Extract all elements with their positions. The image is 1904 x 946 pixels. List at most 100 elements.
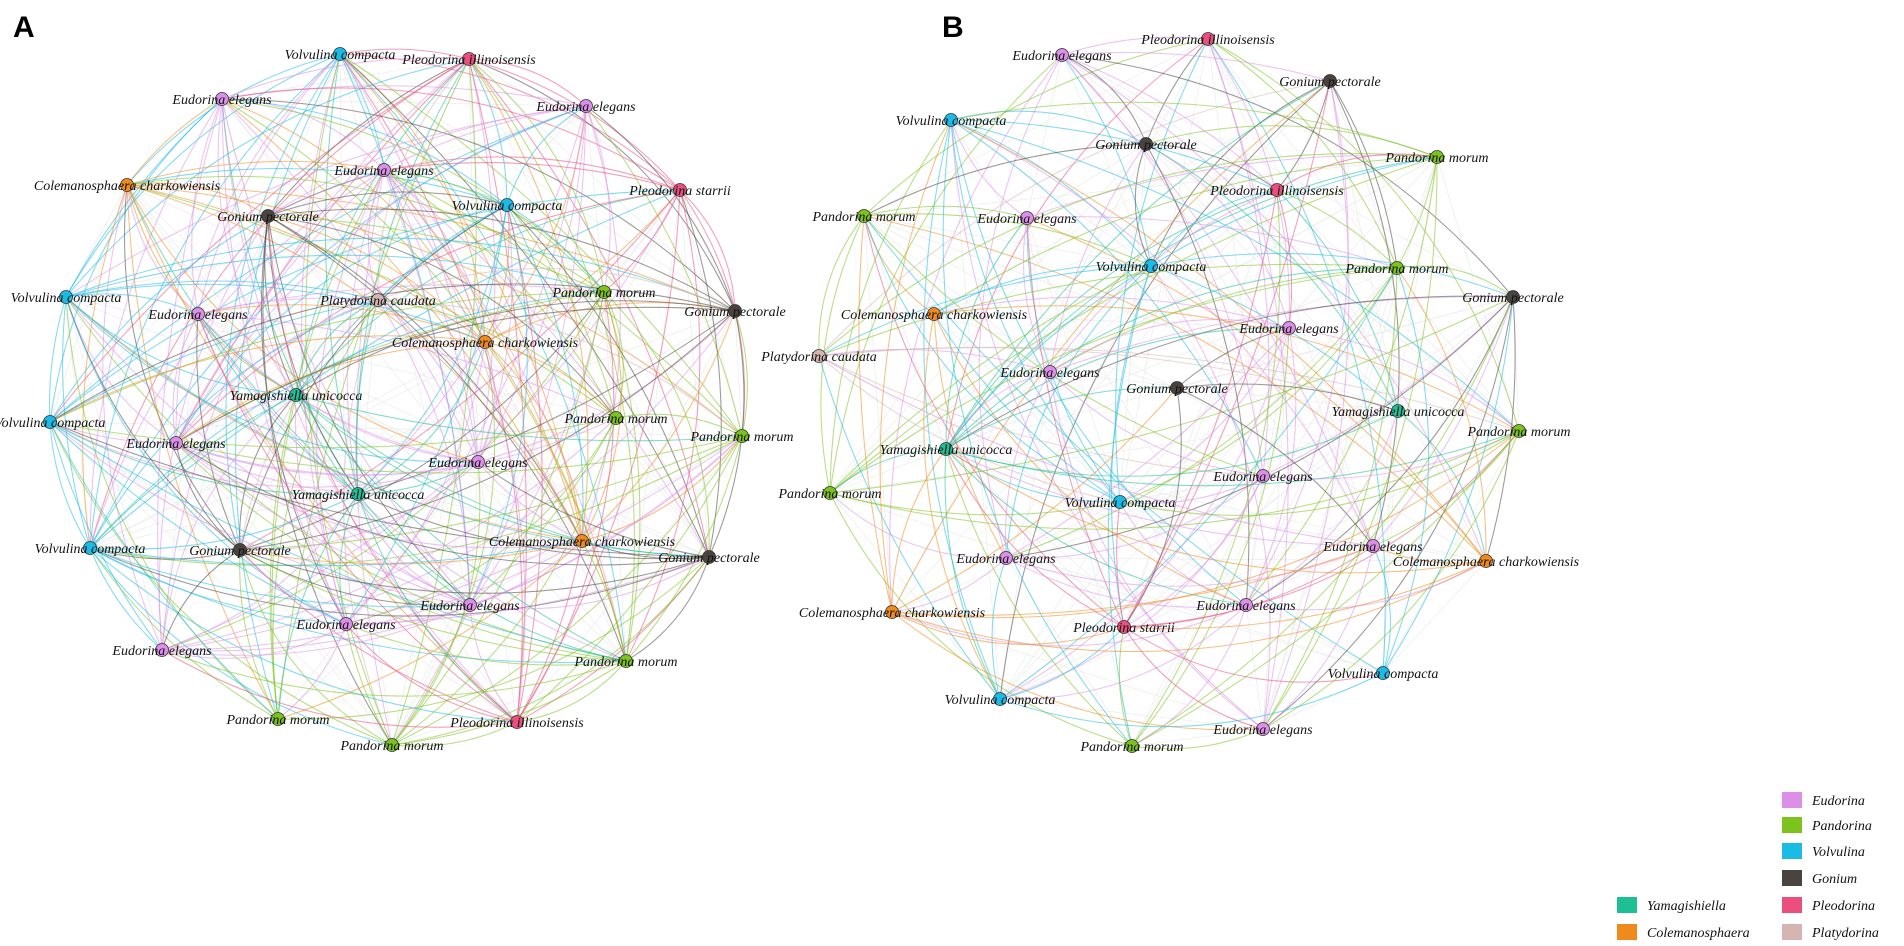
background-edge (126, 184, 518, 723)
network-edge (1372, 430, 1520, 547)
node-label: Eudorina elegans (333, 164, 434, 179)
legend-swatch-volvulina (1782, 843, 1802, 859)
node-label: Pandorina morum (573, 655, 677, 670)
network-edge (239, 310, 736, 551)
network-edge (345, 556, 710, 625)
background-edge (1131, 728, 1264, 747)
network-edge (65, 237, 736, 312)
network-node (944, 113, 958, 127)
background-edge (1372, 296, 1514, 547)
network-edge (1131, 604, 1247, 747)
network-edge (295, 394, 627, 662)
network-edge (829, 492, 1121, 516)
network-edge (65, 254, 605, 298)
network-edge (357, 204, 508, 495)
network-edge (239, 540, 583, 565)
network-edge (933, 313, 1007, 559)
network-edge (383, 169, 479, 463)
network-edge (469, 604, 518, 723)
node-label: Gonium pectorale (1279, 75, 1380, 90)
network-edge (175, 442, 479, 476)
node-label: Eudorina elegans (1238, 322, 1339, 337)
network-edge (1382, 296, 1514, 674)
background-edge (1396, 156, 1438, 269)
network-edge (391, 435, 743, 746)
network-edge (829, 430, 1520, 530)
network-edge (262, 215, 393, 746)
node-label: Pleodorina starrii (1072, 621, 1175, 636)
network-edge (383, 169, 627, 662)
network-edge (1131, 327, 1290, 747)
network-edge (516, 540, 583, 723)
network-edge (999, 327, 1290, 700)
network-edge (197, 313, 627, 662)
network-edge (391, 417, 617, 746)
network-edge (345, 204, 508, 625)
network-edge (891, 80, 1331, 613)
network-edge (49, 421, 359, 495)
background-edge (1049, 189, 1278, 373)
node-label: Volvulina compacta (0, 416, 105, 431)
network-edge (999, 672, 1384, 728)
network-edge (1245, 327, 1297, 606)
node-label: Volvulina compacta (1328, 667, 1439, 682)
network-edge (161, 649, 627, 697)
background-edge (933, 313, 1121, 503)
network-edge (468, 58, 635, 662)
network-node (927, 307, 941, 321)
node-label: Platydorina caudata (760, 350, 877, 365)
network-edge (469, 556, 710, 610)
network-edge (377, 267, 736, 312)
network-edge (239, 549, 347, 625)
network-edge (377, 299, 471, 606)
network-node (351, 487, 365, 501)
background-edge (65, 296, 617, 419)
network-node (1430, 150, 1444, 164)
network-edge (126, 184, 479, 463)
node-label: Eudorina elegans (535, 100, 636, 115)
node-label: Volvulina compacta (35, 542, 146, 557)
node-label: Pleodorina illinoisensis (1209, 184, 1344, 199)
network-edge (1118, 626, 1133, 747)
network-edge (581, 310, 736, 542)
network-edge (267, 215, 583, 542)
network-edge (603, 189, 681, 293)
network-edge (950, 119, 1152, 267)
network-edge (89, 540, 583, 567)
background-edge (1061, 54, 1152, 267)
legend-swatch-gonium (1782, 870, 1802, 886)
network-edge (49, 421, 393, 746)
network-edge (477, 310, 736, 463)
network-edge (161, 604, 471, 656)
network-node (728, 304, 742, 318)
background-edge (999, 430, 1520, 700)
network-edge (49, 421, 177, 444)
network-edge (346, 169, 385, 495)
background-edge (603, 291, 627, 662)
network-edge (484, 341, 617, 419)
network-edge (818, 348, 1051, 373)
network-edge (991, 557, 1007, 700)
panel-b-edges (818, 36, 1520, 750)
network-node (59, 290, 73, 304)
network-edge (945, 448, 1374, 547)
background-edge (391, 291, 605, 746)
background-edge (734, 310, 743, 437)
node-label: Pandorina morum (689, 430, 793, 445)
network-edge (615, 413, 743, 437)
network-node (1390, 261, 1404, 275)
network-edge (1207, 38, 1520, 432)
panel-a-edges (49, 48, 748, 747)
network-edge (175, 306, 736, 444)
background-edge (1026, 217, 1121, 503)
network-edge (367, 169, 385, 301)
network-edge (295, 189, 681, 396)
network-edge (891, 557, 1007, 613)
network-edge (267, 58, 470, 217)
network-edge (161, 493, 359, 651)
panel-b-letter: B (942, 11, 964, 44)
network-edge (356, 169, 393, 746)
network-edge (484, 341, 583, 542)
network-node (575, 534, 589, 548)
